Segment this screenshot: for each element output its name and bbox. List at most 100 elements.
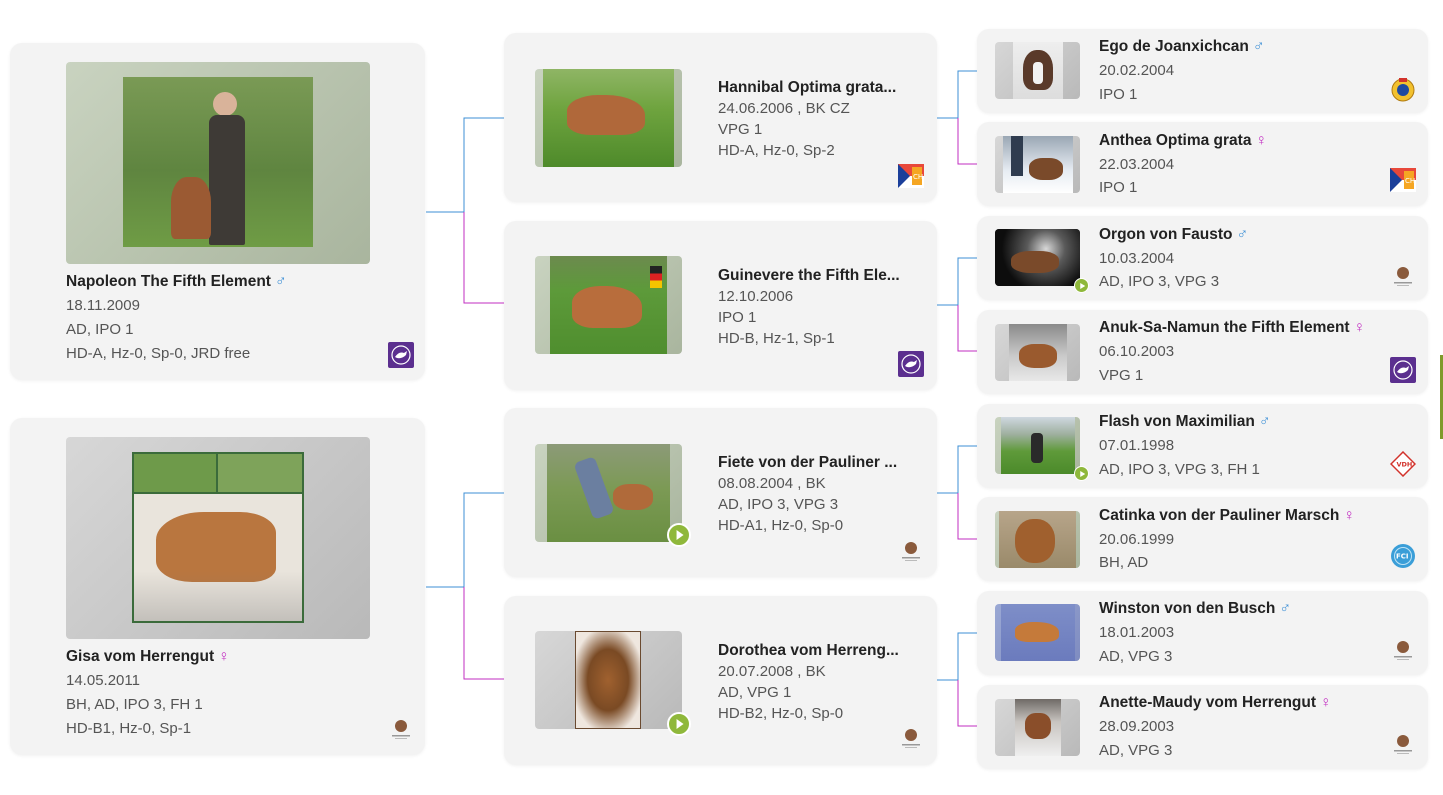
health-results: HD-A1, Hz-0, Sp-0 [718, 517, 844, 534]
birth-date: 20.06.1999 [1099, 531, 1175, 548]
dog-photo[interactable] [535, 631, 682, 729]
boxerhub-logo-icon [392, 720, 410, 739]
dog-name[interactable]: Ego de Joanxichcan [1099, 38, 1249, 55]
svg-text:CH: CH [1405, 177, 1415, 185]
titles: AD, IPO 3, VPG 3, FH 1 [1099, 461, 1260, 478]
birth-date: 20.07.2008 , BK [718, 663, 826, 680]
dog-photo[interactable] [66, 62, 370, 264]
titles: IPO 1 [1099, 86, 1138, 103]
purple-dog-club-icon [388, 342, 414, 368]
play-video-button[interactable] [667, 712, 691, 736]
health-results: HD-A, Hz-0, Sp-2 [718, 142, 835, 159]
dog-photo[interactable] [535, 69, 682, 167]
dog-photo[interactable] [995, 42, 1080, 99]
dog-photo[interactable] [535, 256, 682, 354]
birth-date: 18.11.2009 [66, 297, 140, 314]
birth-date: 20.02.2004 [1099, 62, 1175, 79]
birth-date: 18.01.2003 [1099, 624, 1175, 641]
dog-name[interactable]: Napoleon The Fifth Element [66, 273, 271, 290]
gold-crest-club-icon [1391, 78, 1415, 102]
dog-photo[interactable] [535, 444, 682, 542]
purple-dog-club-icon [898, 351, 924, 377]
pedigree-card-gen3[interactable]: Ego de Joanxichcan♂ 20.02.2004 IPO 1 [977, 29, 1428, 113]
male-icon: ♂ [1236, 226, 1249, 243]
dog-photo[interactable] [995, 699, 1080, 756]
pedigree-card-gen3[interactable]: Orgon von Fausto♂ 10.03.2004 AD, IPO 3, … [977, 216, 1428, 300]
birth-date: 10.03.2004 [1099, 250, 1175, 267]
pedigree-card-gen3[interactable]: Anette-Maudy vom Herrengut♀ 28.09.2003 A… [977, 685, 1428, 769]
boxerhub-logo-icon [1394, 267, 1412, 286]
pedigree-card-sire[interactable]: Napoleon The Fifth Element♂ 18.11.2009 A… [10, 43, 425, 380]
titles: VPG 1 [718, 121, 763, 138]
boxerhub-logo-icon [902, 542, 920, 561]
birth-date: 08.08.2004 , BK [718, 475, 826, 492]
birth-date: 12.10.2006 [718, 288, 794, 305]
titles: AD, VPG 3 [1099, 742, 1173, 759]
dog-name[interactable]: Hannibal Optima grata... [718, 79, 897, 96]
titles: BH, AD, IPO 3, FH 1 [66, 696, 203, 713]
dog-name[interactable]: Dorothea vom Herreng... [718, 642, 899, 659]
dog-photo[interactable] [995, 136, 1080, 193]
pedigree-card-gen3[interactable]: Anthea Optima grata♀ 22.03.2004 IPO 1 CH [977, 122, 1428, 206]
titles: VPG 1 [1099, 367, 1144, 384]
svg-text:CH: CH [913, 173, 923, 181]
fci-globe-icon: FCI [1391, 544, 1415, 568]
female-icon: ♀ [1343, 507, 1355, 524]
dog-name[interactable]: Anette-Maudy vom Herrengut [1099, 694, 1317, 711]
male-icon: ♂ [1279, 600, 1292, 617]
dog-name[interactable]: Flash von Maximilian [1099, 413, 1255, 430]
health-results: HD-B2, Hz-0, Sp-0 [718, 705, 844, 722]
dog-photo[interactable] [995, 417, 1080, 474]
dog-photo[interactable] [995, 229, 1080, 286]
dog-name[interactable]: Fiete von der Pauliner ... [718, 454, 898, 471]
pedigree-card-gen2[interactable]: Fiete von der Pauliner ... 08.08.2004 , … [504, 408, 937, 577]
health-results: HD-B, Hz-1, Sp-1 [718, 330, 835, 347]
play-video-button[interactable] [1074, 466, 1089, 481]
birth-date: 14.05.2011 [66, 672, 140, 689]
birth-date: 24.06.2006 , BK CZ [718, 100, 850, 117]
dog-name[interactable]: Orgon von Fausto [1099, 226, 1233, 243]
pedigree-card-dam[interactable]: Gisa vom Herrengut♀ 14.05.2011 BH, AD, I… [10, 418, 425, 755]
pedigree-card-gen2[interactable]: Hannibal Optima grata... 24.06.2006 , BK… [504, 33, 937, 202]
pedigree-card-gen2[interactable]: Guinevere the Fifth Ele... 12.10.2006 IP… [504, 221, 937, 390]
purple-dog-club-icon [1390, 357, 1416, 383]
pedigree-card-gen3[interactable]: Winston von den Busch♂ 18.01.2003 AD, VP… [977, 591, 1428, 675]
health-results: HD-B1, Hz-0, Sp-1 [66, 720, 192, 737]
pedigree-card-gen3[interactable]: Catinka von der Pauliner Marsch♀ 20.06.1… [977, 497, 1428, 581]
female-icon: ♀ [218, 648, 230, 665]
pedigree-card-gen3[interactable]: Anuk-Sa-Namun the Fifth Element♀ 06.10.2… [977, 310, 1428, 394]
dog-name[interactable]: Winston von den Busch [1099, 600, 1276, 617]
dog-photo[interactable] [66, 437, 370, 639]
dog-name[interactable]: Gisa vom Herrengut [66, 648, 215, 665]
titles: AD, IPO 3, VPG 3 [1099, 273, 1220, 290]
titles: AD, VPG 3 [1099, 648, 1173, 665]
health-results: HD-A, Hz-0, Sp-0, JRD free [66, 345, 251, 362]
svg-text:VDH: VDH [1397, 461, 1413, 469]
dog-photo[interactable] [995, 604, 1080, 661]
pedigree-card-gen3[interactable]: Flash von Maximilian♂ 07.01.1998 AD, IPO… [977, 404, 1428, 488]
scrollbar-thumb[interactable] [1440, 355, 1443, 439]
play-video-button[interactable] [1074, 278, 1089, 293]
vdh-diamond-icon: VDH [1390, 451, 1416, 477]
play-video-button[interactable] [667, 523, 691, 547]
female-icon: ♀ [1353, 319, 1366, 336]
boxerhub-logo-icon [1394, 735, 1412, 754]
dog-name[interactable]: Guinevere the Fifth Ele... [718, 267, 900, 284]
dog-photo[interactable] [995, 511, 1080, 568]
pedigree-card-gen2[interactable]: Dorothea vom Herreng... 20.07.2008 , BK … [504, 596, 937, 765]
dog-name[interactable]: Anuk-Sa-Namun the Fifth Element [1099, 319, 1350, 336]
dog-photo[interactable] [995, 324, 1080, 381]
boxerhub-logo-icon [902, 729, 920, 748]
titles: AD, IPO 3, VPG 3 [718, 496, 839, 513]
titles: IPO 1 [718, 309, 757, 326]
boxerhub-logo-icon [1394, 641, 1412, 660]
dog-name[interactable]: Anthea Optima grata [1099, 132, 1252, 149]
titles: AD, VPG 1 [718, 684, 792, 701]
female-icon: ♀ [1320, 694, 1332, 711]
dog-name[interactable]: Catinka von der Pauliner Marsch [1099, 507, 1340, 524]
female-icon: ♀ [1255, 132, 1268, 149]
titles: AD, IPO 1 [66, 321, 134, 338]
titles: IPO 1 [1099, 179, 1138, 196]
male-icon: ♂ [274, 273, 287, 290]
male-icon: ♂ [1252, 38, 1265, 55]
